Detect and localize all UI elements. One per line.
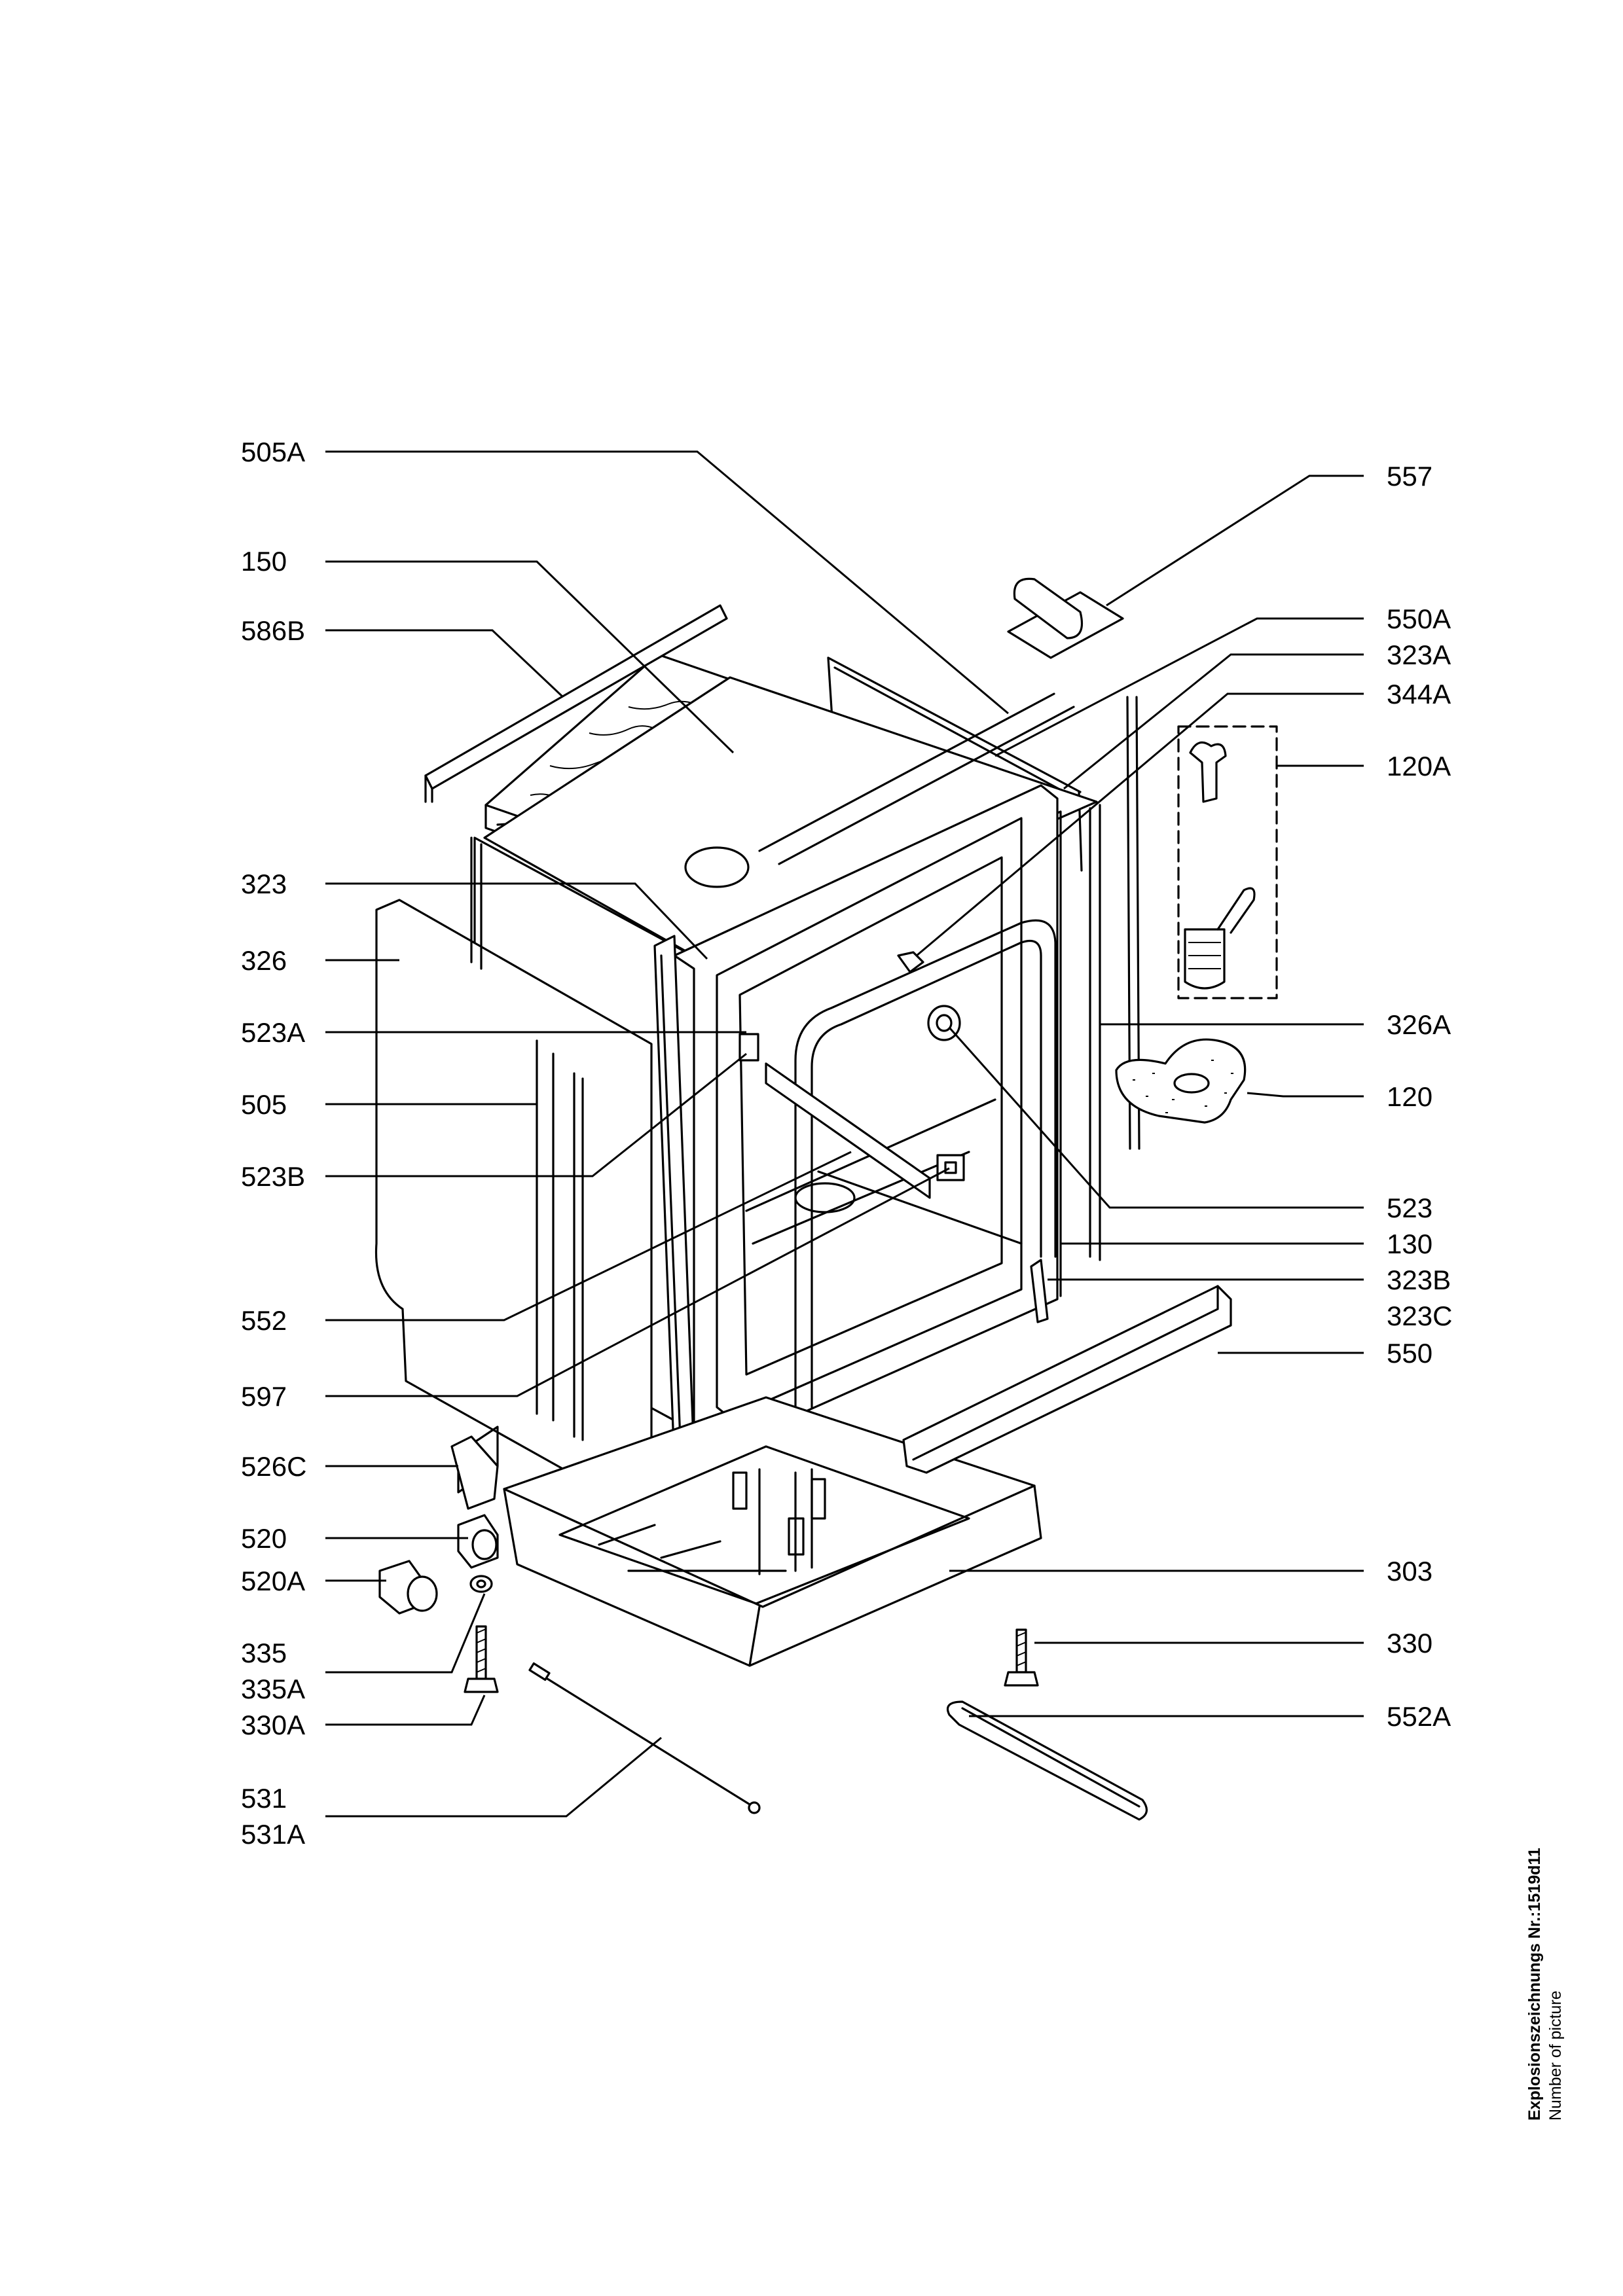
callout-552a: 552A: [1387, 1701, 1451, 1732]
callout-303: 303: [1387, 1556, 1432, 1587]
callout-597: 597: [241, 1381, 287, 1412]
callout-523a: 523A: [241, 1017, 305, 1048]
filter-120a-top: [1189, 741, 1227, 803]
callout-505: 505: [241, 1089, 287, 1120]
callout-120: 120: [1387, 1081, 1432, 1112]
callout-552: 552: [241, 1305, 287, 1336]
tub-top: [483, 676, 1098, 970]
callout-523: 523: [1387, 1193, 1432, 1223]
callout-557: 557: [1387, 461, 1432, 492]
foot-520: [457, 1514, 499, 1569]
callout-323: 323: [241, 869, 287, 899]
picture-number-title: Explosionszeichnungs Nr.:1519d11: [1525, 1848, 1544, 2121]
rail-586b: [424, 604, 728, 790]
door-seal: [794, 919, 1057, 1408]
bracket-526c: [450, 1435, 499, 1510]
callout-335: 335: [241, 1638, 287, 1668]
callout-531a: 531A: [241, 1819, 305, 1850]
rail-552: [765, 1062, 931, 1199]
picture-number-footer: Explosionszeichnungs Nr.:1519d11 Number …: [1525, 1848, 1565, 2121]
callout-550: 550: [1387, 1338, 1432, 1369]
callout-326a: 326A: [1387, 1009, 1451, 1040]
callout-326: 326: [241, 945, 287, 976]
callout-520: 520: [241, 1523, 287, 1554]
callout-323c: 323C: [1387, 1300, 1452, 1331]
callout-505a: 505A: [241, 437, 305, 467]
callout-531: 531: [241, 1783, 287, 1814]
filter-120a-bottom: [1184, 928, 1226, 990]
callout-520a: 520A: [241, 1566, 305, 1596]
picture-number-subtitle: Number of picture: [1546, 1990, 1565, 2121]
callout-344a: 344A: [1387, 679, 1451, 709]
callout-330: 330: [1387, 1628, 1432, 1659]
filter-plate-120: [1115, 1038, 1247, 1124]
callout-323a: 323A: [1387, 639, 1451, 670]
callout-523b: 523B: [241, 1161, 305, 1192]
callout-550a: 550A: [1387, 603, 1451, 634]
dishwasher-exploded-assembly: [374, 577, 1278, 1821]
callout-586b: 586B: [241, 615, 305, 646]
leader-lines: [325, 450, 1364, 1818]
callout-150: 150: [241, 546, 287, 577]
callout-526c: 526C: [241, 1451, 306, 1482]
washer-335: [469, 1575, 493, 1593]
callout-335a: 335A: [241, 1674, 305, 1704]
callout-323b: 323B: [1387, 1265, 1451, 1295]
strip-552a: [946, 1700, 1148, 1821]
callout-330a: 330A: [241, 1710, 305, 1740]
callout-120a: 120A: [1387, 751, 1451, 781]
callout-130: 130: [1387, 1229, 1432, 1259]
cable-531: [536, 1671, 754, 1808]
callout-labels: 505A 150 586B 323 326 523A 505 523B 552 …: [241, 437, 1452, 1850]
